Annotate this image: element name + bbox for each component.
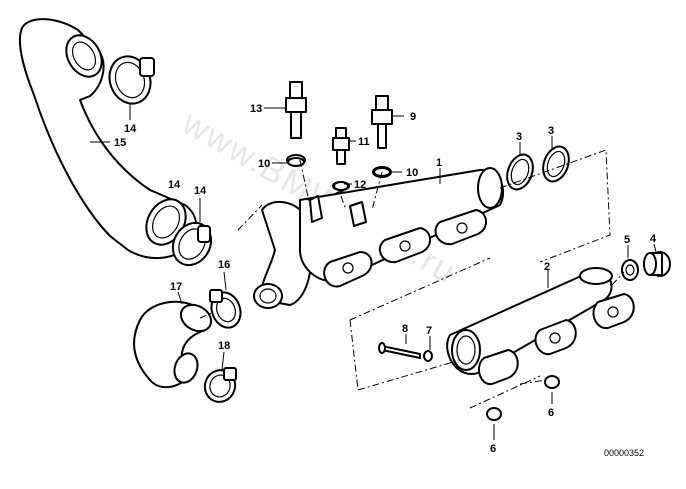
gasket-5 <box>621 259 639 281</box>
flange <box>592 293 635 330</box>
o-ring-3 <box>542 145 570 183</box>
callout-3: 3 <box>548 125 554 137</box>
sensor-13 <box>285 81 307 166</box>
callout-2: 2 <box>544 261 550 273</box>
callout-14: 14 <box>194 185 207 197</box>
callout-9: 9 <box>410 111 416 123</box>
hose-17 <box>133 300 213 389</box>
washer-6 <box>486 407 502 421</box>
callout-15: 15 <box>114 137 126 149</box>
fitting-4 <box>643 251 671 277</box>
o-ring-3 <box>506 153 534 191</box>
flange <box>434 209 487 246</box>
callout-10: 10 <box>258 158 270 170</box>
washer-10 <box>287 157 305 167</box>
sensor-9 <box>371 95 393 178</box>
callout-4: 4 <box>650 233 657 245</box>
coolant-pipe-2 <box>446 267 635 386</box>
callout-17: 17 <box>170 281 182 293</box>
clamp-14-top <box>108 55 155 105</box>
callout-13: 13 <box>250 103 262 115</box>
washer-7 <box>423 350 433 362</box>
callout-7: 7 <box>426 325 432 337</box>
coolant-pipe-1 <box>299 167 505 288</box>
callout-8: 8 <box>402 323 408 335</box>
flange <box>378 227 431 264</box>
reference-code: 00000352 <box>604 448 644 458</box>
washer-12 <box>333 181 349 191</box>
callout-14: 14 <box>124 123 137 135</box>
clamp-18 <box>203 367 237 403</box>
flange <box>534 319 577 356</box>
callout-11: 11 <box>358 136 370 148</box>
flange <box>323 251 373 288</box>
hose-15 <box>18 18 198 260</box>
callout-labels: 1 2 3 3 4 5 6 6 7 8 9 10 10 11 12 13 14 … <box>114 103 657 455</box>
bolt-8 <box>378 342 421 359</box>
clamp-16 <box>209 289 242 329</box>
callout-6: 6 <box>490 443 496 455</box>
callout-1: 1 <box>436 157 442 169</box>
callout-16: 16 <box>218 259 230 271</box>
clamp-14-mid <box>171 221 213 267</box>
callout-5: 5 <box>624 234 630 246</box>
callout-6: 6 <box>548 407 554 419</box>
callout-10: 10 <box>406 167 418 179</box>
callout-3: 3 <box>516 131 522 143</box>
elbow-hose <box>253 201 312 309</box>
assembly-lines <box>199 149 625 409</box>
leader-lines <box>90 104 657 440</box>
callout-18: 18 <box>218 340 230 352</box>
flange <box>477 349 519 386</box>
callout-14: 14 <box>168 179 181 191</box>
callout-12: 12 <box>354 179 366 191</box>
washer-6 <box>544 375 560 389</box>
